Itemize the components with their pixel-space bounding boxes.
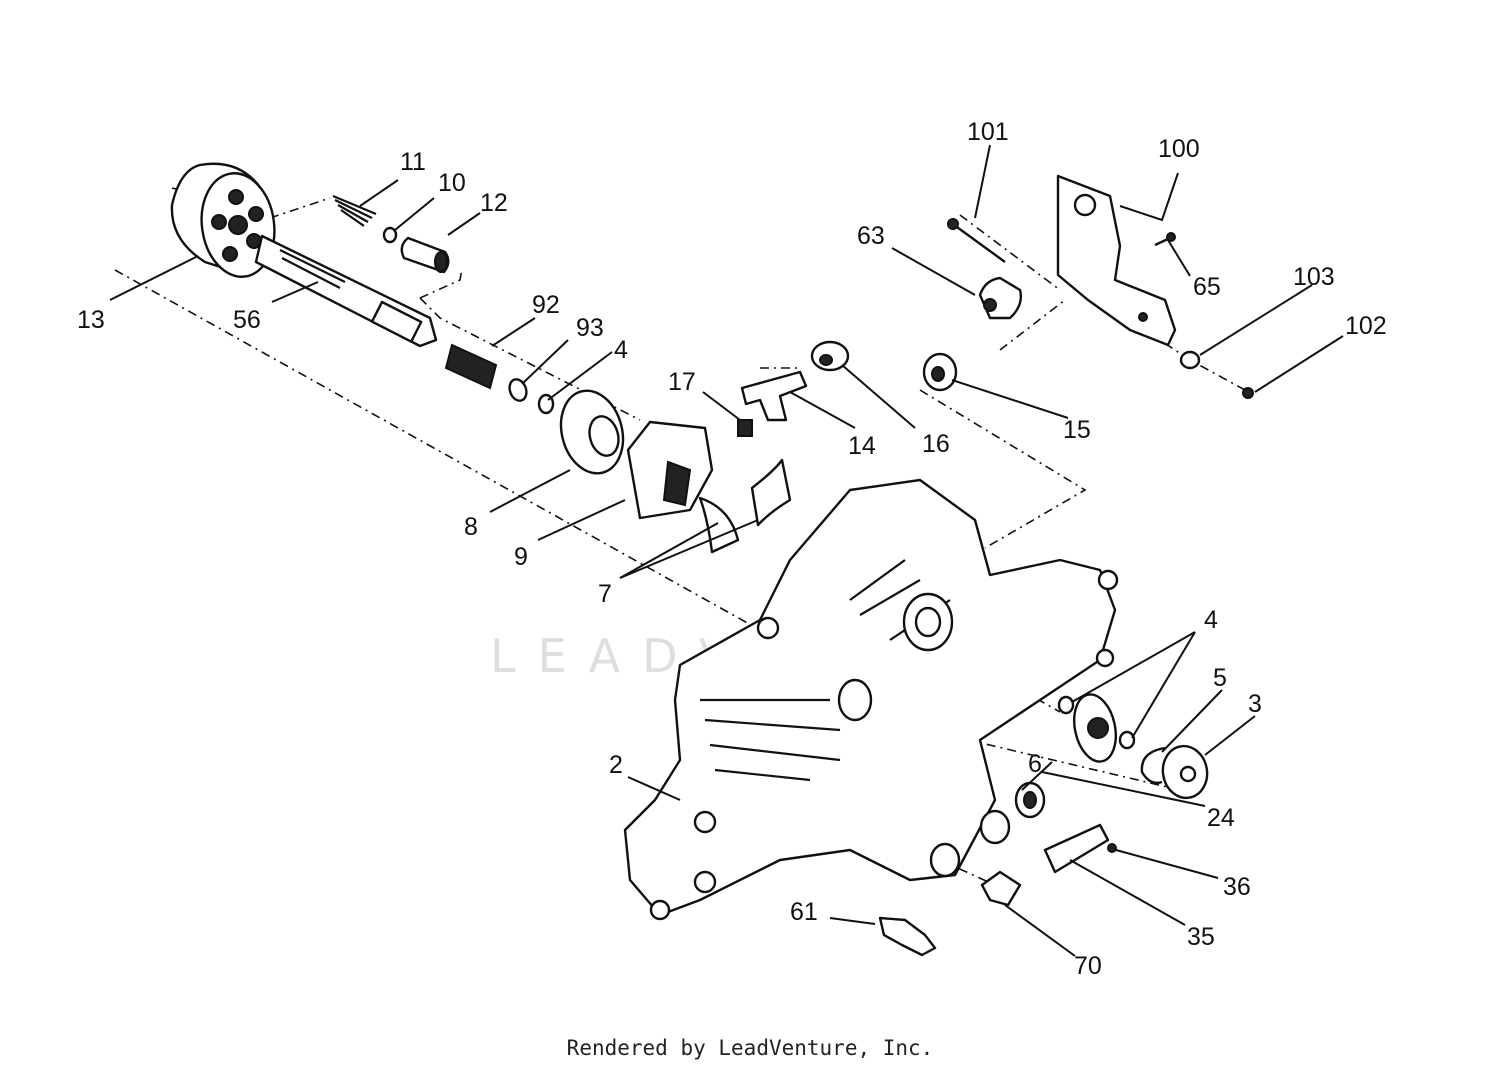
rendered-by-credit: Rendered by LeadVenture, Inc. (566, 1036, 934, 1060)
part-65-screw (1154, 232, 1176, 247)
callout-65: 65 (1193, 273, 1221, 301)
part-92-spring (444, 343, 498, 390)
callout-63: 63 (857, 222, 885, 250)
part-24-bearing (1072, 693, 1118, 763)
part-6-seal (1014, 781, 1046, 819)
callout-6: 6 (1028, 750, 1042, 778)
callout-15: 15 (1063, 416, 1091, 444)
part-15-seal (922, 352, 958, 392)
part-3-cap (1161, 744, 1209, 800)
callout-2: 2 (609, 751, 623, 779)
callout-101: 101 (967, 118, 1009, 146)
callout-102: 102 (1345, 312, 1387, 340)
callout-103: 103 (1293, 263, 1335, 291)
part-61-fitting (878, 916, 937, 957)
part-12-sleeve (400, 236, 450, 274)
part-14-control-arm (740, 370, 808, 422)
part-35-plate (1043, 823, 1110, 874)
callout-10: 10 (438, 169, 466, 197)
part-101-bolt (947, 218, 1006, 263)
callout-14: 14 (848, 432, 876, 460)
part-102-nut (1242, 387, 1254, 399)
part-2-housing (623, 478, 1119, 921)
callout-4-upper: 4 (614, 336, 628, 364)
callout-24: 24 (1207, 804, 1235, 832)
part-11-spring (332, 194, 377, 227)
part-63-spacer (978, 276, 1023, 320)
part-13-cylinder-block (170, 162, 276, 278)
part-16-bushing (810, 340, 850, 372)
callout-3: 3 (1248, 690, 1262, 718)
callout-56: 56 (233, 306, 261, 334)
callout-12: 12 (480, 189, 508, 217)
callout-61: 61 (790, 898, 818, 926)
callout-11: 11 (400, 148, 426, 176)
callout-16: 16 (922, 430, 950, 458)
callout-labels: 101 100 11 10 12 63 65 103 102 13 56 92 … (77, 118, 1387, 980)
part-36-washer (1107, 843, 1117, 853)
part-4-washer-lower (1057, 695, 1136, 750)
callout-9: 9 (514, 543, 528, 571)
part-103-bushing (1179, 350, 1201, 370)
part-5-retaining-ring (1140, 746, 1166, 785)
part-9-swash-plate (626, 420, 714, 520)
part-7-thrust-bearings (698, 458, 792, 554)
callout-17: 17 (668, 368, 696, 396)
callout-93: 93 (576, 314, 604, 342)
part-17-block (737, 419, 753, 437)
callout-13: 13 (77, 306, 105, 334)
callout-4-lower: 4 (1204, 606, 1218, 634)
part-70-plug (980, 870, 1022, 907)
callout-35: 35 (1187, 923, 1215, 951)
callout-36: 36 (1223, 873, 1251, 901)
part-100-bracket (1056, 174, 1177, 347)
part-10-ring (382, 226, 398, 244)
callout-5: 5 (1213, 664, 1227, 692)
part-8-bearing (559, 389, 625, 475)
part-56-shaft (254, 234, 438, 348)
part-93-ring (508, 378, 528, 402)
callout-100: 100 (1158, 135, 1200, 163)
callout-7: 7 (598, 580, 612, 608)
leader-lines (109, 144, 1344, 957)
callout-70: 70 (1074, 952, 1102, 980)
callout-92: 92 (532, 291, 560, 319)
callout-8: 8 (464, 513, 478, 541)
